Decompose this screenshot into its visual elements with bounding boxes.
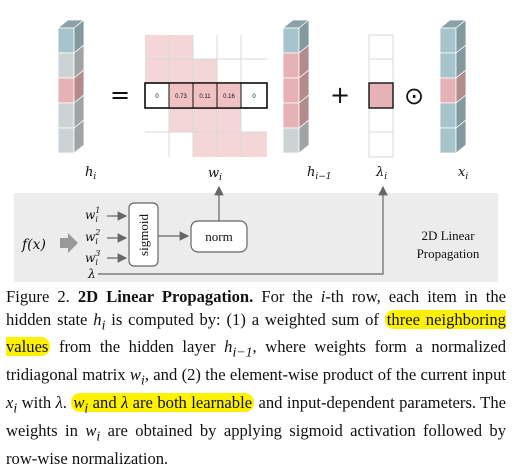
caption-text: , where weights form a normalized tridia… [6, 337, 506, 385]
lambda-column [368, 34, 394, 158]
caption-var-him1: hi−1 [224, 337, 253, 360]
caption-text: -th row, each item in the hidden state [6, 287, 507, 329]
pipeline-lambda: λ [87, 267, 96, 281]
equals-operator: = [110, 81, 130, 109]
input-arrow [60, 233, 78, 253]
label-x-i: xi [458, 165, 468, 182]
sigmoid-box [128, 202, 159, 267]
label-h-i: hi [85, 165, 96, 182]
caption-text: is computed by: (1) a weighted sum of [105, 309, 385, 329]
cube-front [439, 127, 457, 154]
caption-text: with [17, 392, 56, 412]
pipeline-title-1: 2D Linear [421, 228, 475, 243]
caption-var-i: i [320, 287, 326, 306]
caption-highlight-2: wi and λ are both learnable [71, 392, 255, 416]
cube-front [57, 52, 75, 79]
caption-text: and input-dependent parameters. The weig… [6, 392, 506, 440]
cube-front [57, 77, 75, 104]
pipeline-input: f(x) [21, 237, 46, 253]
cube-front [282, 77, 300, 104]
caption-var-wi2: wi [85, 420, 101, 444]
weight-value-0: 0 [155, 94, 159, 100]
weight-cell-1 [169, 83, 241, 108]
weight-value-3: 0.16 [223, 94, 235, 100]
cube-front [282, 52, 300, 79]
cube-front [282, 102, 300, 129]
caption-text: For the [261, 287, 321, 306]
caption-var-wi: wi [129, 365, 145, 388]
cube-front [282, 127, 300, 154]
cube-front [57, 102, 75, 129]
weight-value-2: 0.11 [199, 94, 211, 100]
cube-front [282, 27, 300, 54]
sigmoid-label: sigmoid [136, 214, 151, 256]
caption-text: , and (2) the element-wise product of th… [144, 365, 506, 385]
h-im1-stack [281, 19, 311, 154]
label-w-i: wi [208, 166, 222, 183]
h-i-stack [56, 19, 86, 154]
cube-side [73, 119, 85, 154]
cube-side [455, 119, 467, 154]
norm-label: norm [205, 229, 232, 244]
cube-front [439, 77, 457, 104]
caption-var-hi: hi [93, 309, 106, 332]
cube-front [439, 27, 457, 54]
diagram-figure: 0 0.73 0.11 0.16 0 = + ⊙ hi wi hi−1 λi x… [14, 19, 498, 282]
plus-operator: + [330, 81, 350, 109]
cube-front [439, 102, 457, 129]
cube-side [298, 119, 310, 154]
label-lambda-i: λi [375, 165, 387, 182]
weight-matrix: 0 0.73 0.11 0.16 0 [144, 35, 268, 157]
caption-text: from the hidden layer [50, 337, 225, 357]
caption-var-xi: xi [6, 392, 18, 416]
caption-var-lambda: λ [55, 392, 63, 412]
figure-caption: Figure 2. 2D Linear Propagation. For the… [6, 286, 506, 470]
label-h-im1: hi−1 [307, 165, 332, 182]
weight-value-1: 0.73 [175, 94, 187, 100]
x-i-stack [438, 19, 468, 154]
caption-text: . [62, 392, 67, 412]
caption-fig-label: Figure 2. [6, 287, 70, 306]
pipeline-title-2: Propagation [417, 246, 480, 261]
cube-front [57, 127, 75, 154]
cube-front [439, 52, 457, 79]
odot-operator: ⊙ [404, 82, 424, 110]
weight-value-4: 0 [252, 94, 256, 100]
caption-fig-title: 2D Linear Propagation. [77, 287, 254, 306]
cube-front [57, 27, 75, 54]
